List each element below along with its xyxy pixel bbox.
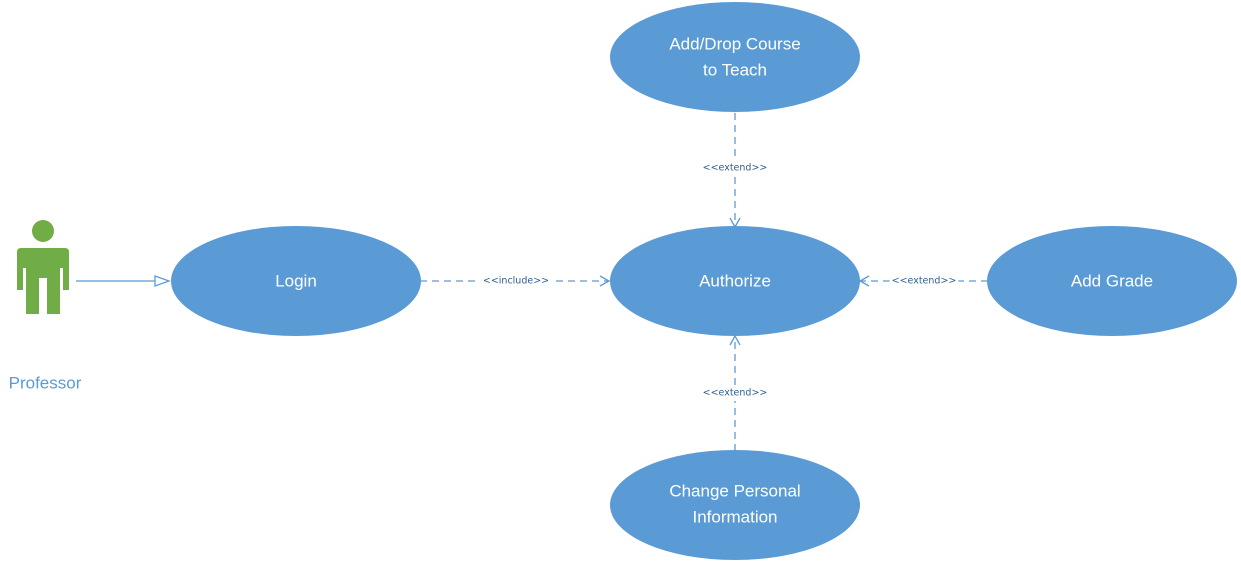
stereotype-label-background [700,386,770,400]
usecase-add-drop-course[interactable]: Add/Drop Course to Teach [610,2,860,112]
extend-connector-right: <<extend>> [858,274,988,288]
stereotype-label-background [889,274,959,288]
stereotype-label-background [480,274,552,288]
usecase-authorize[interactable]: Authorize [610,226,860,336]
include-stereotype: <<include>> [483,276,549,287]
usecase-add-grade[interactable]: Add Grade [987,226,1237,336]
usecase-label-line-2: Information [692,507,777,526]
association-connector [76,275,171,287]
usecase-label: Authorize [699,271,771,290]
usecase-change-personal-information[interactable]: Change Personal Information [610,450,860,560]
stick-figure-icon [17,220,69,314]
usecase-label-line-1: Add/Drop Course [669,34,800,53]
usecase-login[interactable]: Login [171,226,421,336]
usecase-label-line-1: Change Personal [669,481,800,500]
usecase-label-line-2: to Teach [703,60,767,79]
extend-connector-bottom: <<extend>> [700,334,770,451]
stereotype-label-background [700,161,770,175]
extend-stereotype-right: <<extend>> [892,276,957,287]
actor-label: Professor [9,373,82,392]
usecase-label: Login [275,271,317,290]
actor-professor[interactable]: Professor [9,220,82,392]
extend-stereotype-top: <<extend>> [703,163,768,174]
include-connector: <<include>> [420,274,611,288]
extend-connector-top: <<extend>> [700,113,770,229]
extend-stereotype-bottom: <<extend>> [703,388,768,399]
usecase-label: Add Grade [1071,271,1153,290]
